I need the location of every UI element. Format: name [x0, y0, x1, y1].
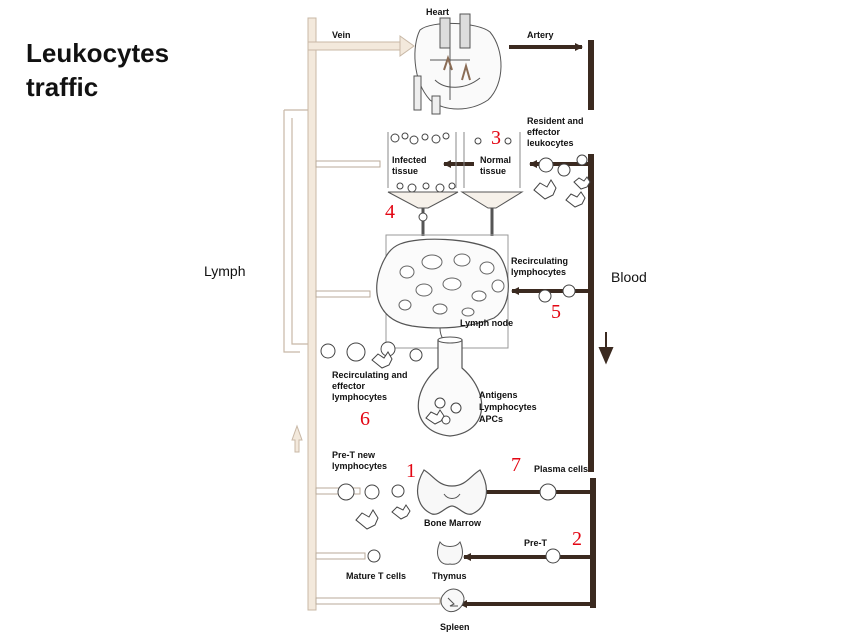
lymph-arrow-spleen: [315, 597, 441, 605]
recirculating-effector-cells: [320, 341, 423, 369]
recirc-effector-label-3: lymphocytes: [332, 392, 387, 402]
lymph-up-arrow: [291, 424, 303, 453]
mature-t-label: Mature T cells: [346, 571, 406, 581]
step-number-7: 7: [511, 454, 521, 476]
step-number-6: 6: [360, 408, 370, 430]
recirc-effector-label-2: effector: [332, 381, 366, 391]
bone-marrow-cells: [337, 483, 557, 530]
lymph-node-label: Lymph node: [460, 318, 513, 328]
spleen-illustration: [440, 588, 465, 613]
normal-tissue-label-2: tissue: [480, 166, 506, 176]
resident-label-2: effector: [527, 127, 561, 137]
title-line-1: Leukocytes: [26, 38, 169, 68]
vein-arrowhead: [399, 35, 415, 57]
blood-vertical-lower: [590, 478, 596, 608]
normal-tissue-label-1: Normal: [480, 155, 511, 165]
blood-vertical-upper: [588, 154, 594, 472]
antigens-label-2: Lymphocytes: [479, 402, 537, 412]
thymus-illustration: [437, 540, 463, 565]
step-number-1: 1: [406, 460, 416, 482]
thymus-label: Thymus: [432, 571, 467, 581]
resident-leukocyte-cells: [533, 154, 591, 208]
spleen-label: Spleen: [440, 622, 470, 632]
infected-tissue-label-2: tissue: [392, 166, 418, 176]
antigens-label-1: Antigens: [479, 390, 518, 400]
bone-marrow-label: Bone Marrow: [424, 518, 482, 528]
thymus-cells: [367, 548, 561, 564]
step-number-3: 3: [491, 127, 501, 149]
recirc-effector-label-1: Recirculating and: [332, 370, 408, 380]
artery-vertical: [588, 40, 594, 110]
heart-illustration: [413, 13, 502, 115]
lymph-arrow-thymus: [315, 552, 366, 560]
pre-t-label: Pre-T: [524, 538, 548, 548]
blood-down-arrow: [598, 332, 614, 365]
recirc-lymph-label-1: Recirculating: [511, 256, 568, 266]
antigen-flask-illustration: [417, 336, 483, 437]
recirculating-lymphocyte-cells: [538, 284, 576, 303]
lymph-side-label: Lymph: [204, 263, 246, 279]
bone-marrow-illustration: [416, 469, 488, 515]
blood-pathway: [443, 40, 614, 608]
lymph-trunk: [307, 17, 317, 611]
tissue-region: [387, 132, 524, 236]
artery-label: Artery: [527, 30, 554, 40]
lymph-node-illustration: [376, 234, 509, 349]
title-line-2: traffic: [26, 72, 98, 102]
recirc-lymph-label-2: lymphocytes: [511, 267, 566, 277]
lymph-arrow-node: [315, 290, 371, 298]
heart-label: Heart: [426, 7, 449, 17]
vein-duct: [307, 41, 403, 51]
step-number-4: 4: [385, 201, 395, 223]
resident-label-3: leukocytes: [527, 138, 574, 148]
pre-t-new-label-2: lymphocytes: [332, 461, 387, 471]
lymph-outer-loop: [283, 109, 308, 353]
vein-label: Vein: [332, 30, 351, 40]
step-number-5: 5: [551, 301, 561, 323]
antigens-label-3: APCs: [479, 414, 503, 424]
pre-t-new-label-1: Pre-T new: [332, 450, 376, 460]
plasma-cells-label: Plasma cells: [534, 464, 588, 474]
step-number-2: 2: [572, 528, 582, 550]
blood-side-label: Blood: [611, 269, 647, 285]
resident-label-1: Resident and: [527, 116, 584, 126]
infected-tissue-label-1: Infected: [392, 155, 427, 165]
lymph-arrow-infected: [315, 160, 381, 168]
